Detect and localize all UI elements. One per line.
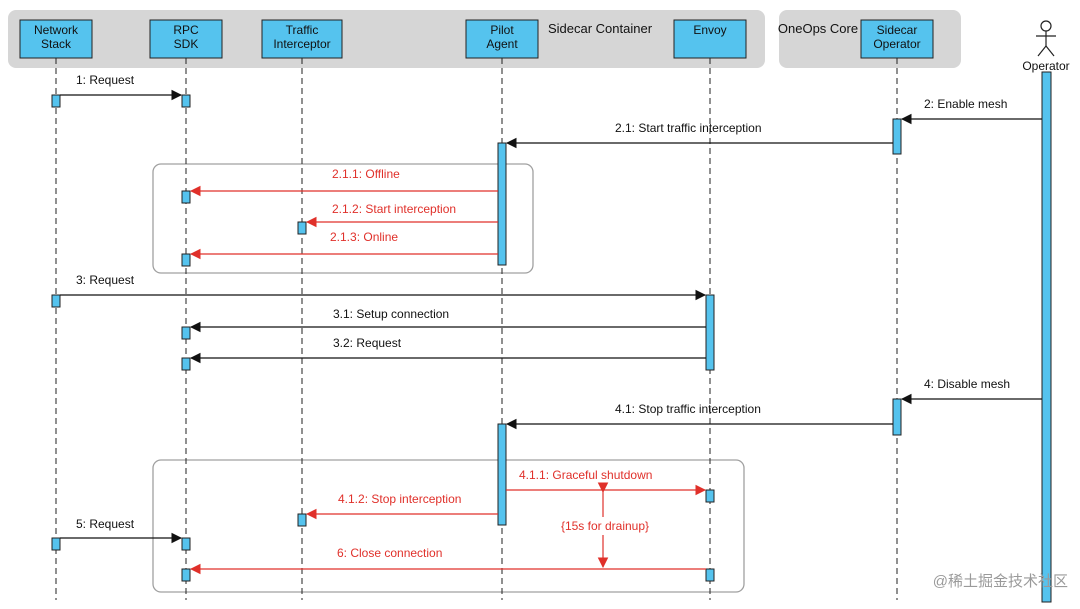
participant-envoy-label: Envoy [693, 23, 726, 37]
operator-actor-icon [1036, 20, 1056, 57]
participant-network-stack[interactable] [19, 19, 93, 59]
label-m6: 6: Close connection [337, 546, 442, 560]
drainup-annotation: {15s for drainup} [561, 519, 649, 533]
label-m212: 2.1.2: Start interception [332, 202, 456, 216]
fragment-frame-shutdown [152, 459, 745, 593]
label-m4: 4: Disable mesh [924, 377, 1010, 391]
activation-network-2 [51, 294, 61, 308]
label-m41: 4.1: Stop traffic interception [615, 402, 761, 416]
drainup-label-bg [554, 517, 656, 535]
activation-rpc-7 [181, 568, 191, 582]
activation-network-3 [51, 537, 61, 551]
activation-rpc-1 [181, 94, 191, 108]
participant-envoy[interactable] [673, 19, 747, 59]
activation-envoy-2 [705, 489, 715, 503]
activation-rpc-6 [181, 537, 191, 551]
activation-interceptor-1 [297, 221, 307, 235]
participant-sidecar-operator[interactable] [860, 19, 934, 59]
activation-network-1 [51, 94, 61, 108]
sidecar-container-label: Sidecar Container [548, 21, 653, 36]
activation-interceptor-2 [297, 513, 307, 527]
watermark: @稀土掘金技术社区 [933, 573, 1068, 590]
fragment-frame-interception-start [152, 163, 534, 274]
label-m31: 3.1: Setup connection [333, 307, 449, 321]
activation-operator [1041, 71, 1052, 603]
activation-sidecar-operator-2 [892, 398, 902, 436]
label-m32: 3.2: Request [333, 336, 402, 350]
label-m213: 2.1.3: Online [330, 230, 398, 244]
sidecar-container-box [8, 10, 765, 68]
label-m5: 5: Request [76, 517, 135, 531]
participant-pilot-agent[interactable] [465, 19, 539, 59]
participant-traffic-interceptor[interactable] [261, 19, 343, 59]
activation-rpc-2 [181, 190, 191, 204]
activation-rpc-4 [181, 326, 191, 340]
activation-envoy-3 [705, 568, 715, 582]
activation-rpc-3 [181, 253, 191, 267]
label-m21: 2.1: Start traffic interception [615, 121, 762, 135]
label-m412: 4.1.2: Stop interception [338, 492, 461, 506]
label-m411: 4.1.1: Graceful shutdown [519, 468, 652, 482]
activation-rpc-5 [181, 357, 191, 371]
activation-sidecar-operator-1 [892, 118, 902, 155]
label-m3: 3: Request [76, 273, 135, 287]
activation-pilot-1 [497, 142, 507, 266]
participant-rpc-sdk[interactable] [149, 19, 223, 59]
activation-envoy-1 [705, 294, 715, 371]
label-m2: 2: Enable mesh [924, 97, 1007, 111]
operator-label: Operator [1022, 59, 1069, 73]
label-m211: 2.1.1: Offline [332, 167, 400, 181]
label-m1: 1: Request [76, 73, 135, 87]
activation-pilot-2 [497, 423, 507, 526]
oneops-core-label: OneOps Core [778, 21, 858, 36]
